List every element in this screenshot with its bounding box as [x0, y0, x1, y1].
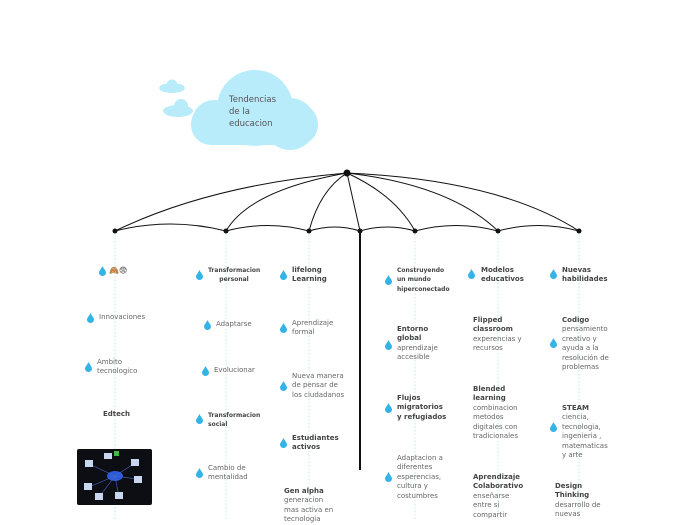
node-steam[interactable]: STEAM ciencia, tecnologia, ingenieria , …: [562, 404, 614, 460]
node-adaptacion[interactable]: Adaptacion a diferentes esperencias, cul…: [397, 454, 443, 500]
node-nueva-manera[interactable]: Nueva manera de pensar de los ciudadanos: [292, 372, 345, 399]
header-transformacion-personal[interactable]: Transformacion personal: [208, 267, 261, 284]
node-design-thinking[interactable]: Design Thinking desarrollo de nuevas: [555, 482, 605, 520]
node-aprendizaje-formal[interactable]: Aprendizaje formal: [292, 319, 334, 337]
header-modelos-educativos[interactable]: Modelos educativos: [481, 266, 524, 284]
node-ambito-tecnologico[interactable]: Ambito tecnologico: [97, 358, 138, 376]
node-estudiantes-activos[interactable]: Estudiantes activos: [292, 434, 339, 452]
node-cambio-mentalidad[interactable]: Cambio de mentalidad: [208, 464, 248, 482]
gen-alpha-title: Gen alpha: [284, 487, 324, 495]
central-topic[interactable]: Tendencias de la educacion: [229, 95, 277, 129]
node-entorno-global[interactable]: Entorno global aprendizaje accesible: [397, 325, 443, 363]
flipped-title: Flipped classroom: [473, 316, 513, 334]
small-cloud-icon: [159, 79, 193, 117]
node-blended-learning[interactable]: Blended learning combinacion metodos dig…: [473, 385, 523, 441]
codigo-text: pensamiento creativo y ayuda a la resolu…: [562, 325, 609, 372]
gen-alpha-text: generacion mas activa en tecnologia: [284, 496, 334, 524]
node-adaptarse[interactable]: Adaptarse: [216, 320, 252, 328]
node-edtech[interactable]: Edtech: [103, 410, 131, 418]
colaborativo-text: enseñarse entre si compartir: [473, 491, 510, 519]
design-thinking-text: desarrollo de nuevas: [555, 500, 601, 519]
blended-title: Blended learning: [473, 385, 506, 403]
umbrella-spokes: [114, 172, 580, 232]
umbrella-nodes: [112, 169, 582, 234]
node-flujos-migratorios[interactable]: Flujos migratorios y refugiados: [397, 394, 447, 421]
blended-text: combinacion metodos digitales con tradic…: [473, 403, 519, 441]
codigo-title: Codigo: [562, 316, 590, 324]
header-nuevas-habilidades[interactable]: Nuevas habilidades: [562, 266, 608, 284]
node-flipped-classroom[interactable]: Flipped classroom experencias y recursos: [473, 316, 523, 354]
entorno-global-title: Entorno global: [397, 325, 429, 343]
node-innovaciones[interactable]: Innovaciones: [99, 313, 146, 321]
design-thinking-title: Design Thinking: [555, 482, 590, 500]
header-lifelong-learning[interactable]: lifelong Learning: [292, 266, 327, 284]
node-aprendizaje-colaborativo[interactable]: Aprendizaje Colaborativo enseñarse entre…: [473, 473, 523, 520]
emoji-icons: 🙈😨: [109, 266, 128, 275]
node-evolucionar[interactable]: Evolucionar: [214, 366, 255, 374]
node-transformacion-social[interactable]: Transformacion social: [208, 412, 261, 429]
mindmap-thumbnail-icon: [84, 451, 142, 500]
node-gen-alpha[interactable]: Gen alpha generacion mas activa en tecno…: [284, 487, 334, 525]
edtech-thumbnail-image[interactable]: [77, 449, 152, 505]
header-mundo-hiperconectado[interactable]: Construyendo un mundo hiperconectado: [397, 267, 450, 293]
steam-title: STEAM: [562, 404, 589, 412]
colaborativo-title: Aprendizaje Colaborativo: [473, 473, 524, 491]
central-cloud[interactable]: [191, 70, 318, 150]
steam-text: ciencia, tecnologia, ingenieria , matema…: [562, 413, 608, 460]
node-codigo[interactable]: Codigo pensamiento creativo y ayuda a la…: [562, 316, 612, 372]
flipped-text: experencias y recursos: [473, 334, 522, 353]
entorno-global-text: aprendizaje accesible: [397, 343, 438, 362]
